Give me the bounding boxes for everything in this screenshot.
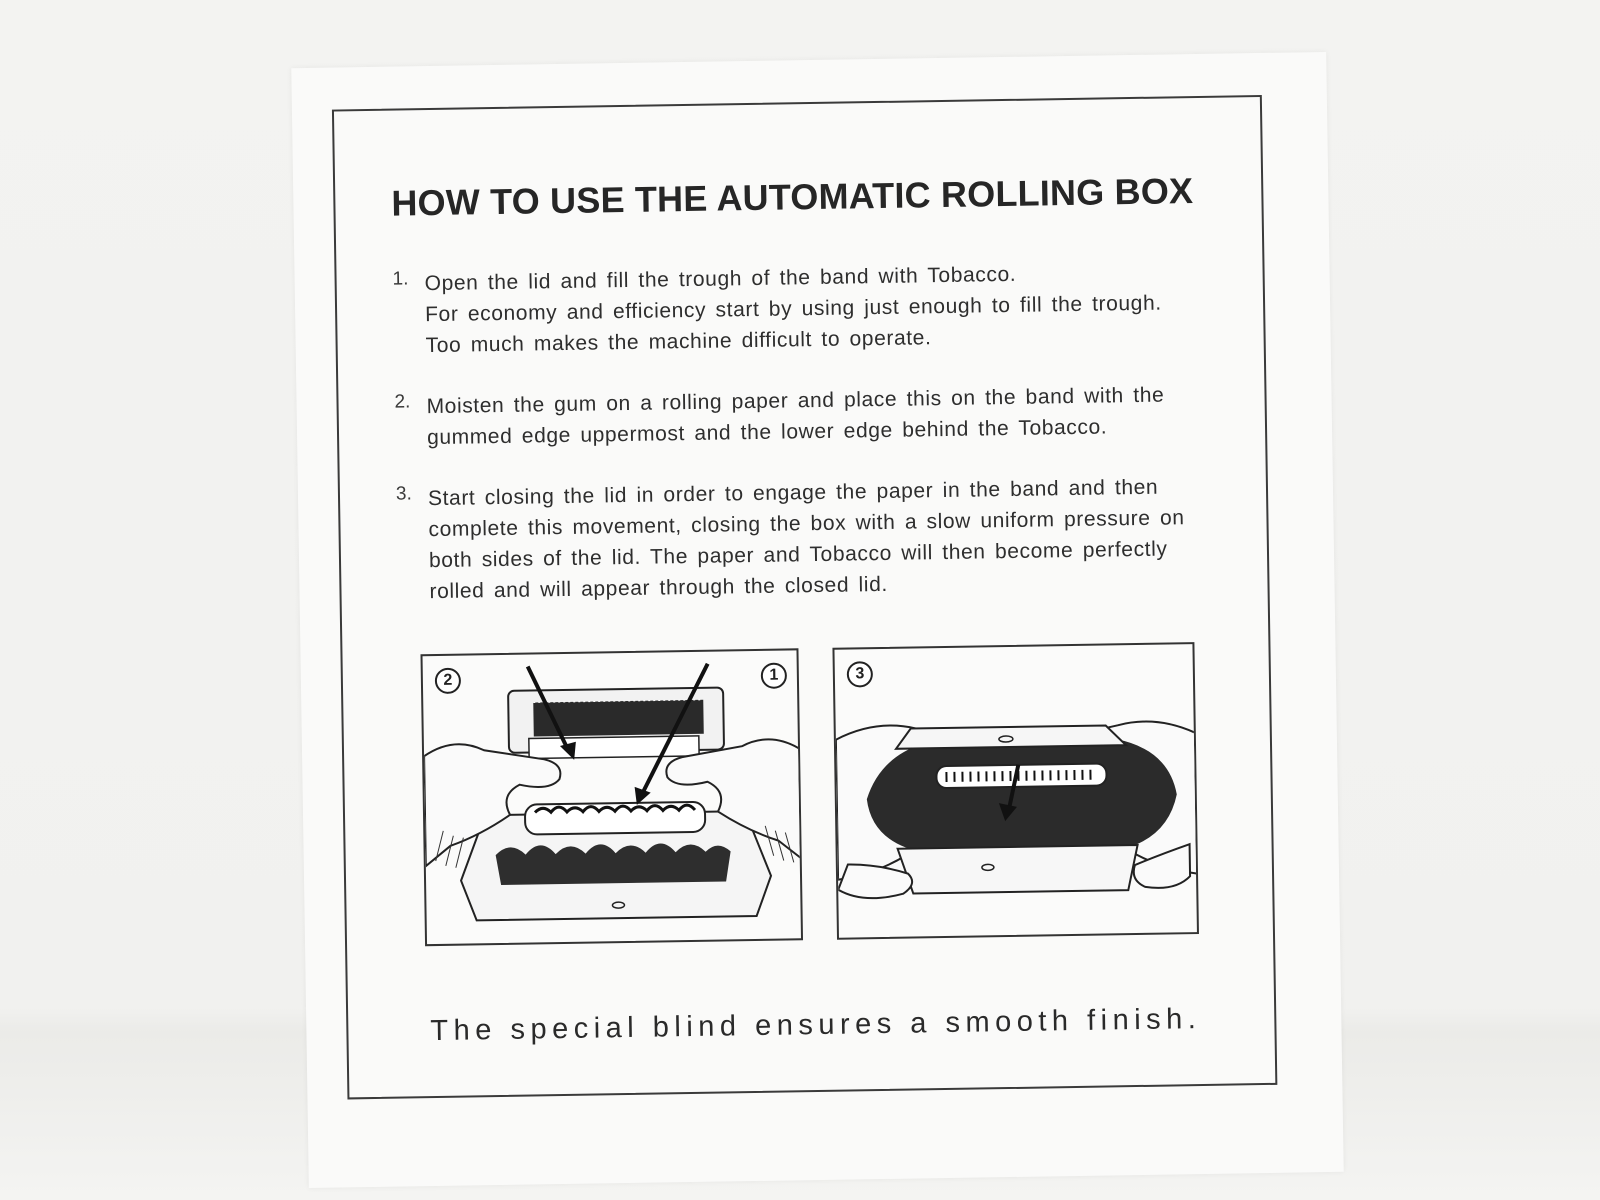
step-number: 2.	[394, 391, 411, 413]
page-title: HOW TO USE THE AUTOMATIC ROLLING BOX	[391, 170, 1194, 224]
step-number: 3.	[395, 483, 412, 505]
steps-list: 1. Open the lid and fill the trough of t…	[392, 256, 1228, 638]
step-number: 1.	[392, 268, 409, 290]
instruction-sheet: HOW TO USE THE AUTOMATIC ROLLING BOX 1. …	[291, 51, 1344, 1189]
step-item: 1. Open the lid and fill the trough of t…	[392, 256, 1223, 362]
step-item: 3. Start closing the lid in order to eng…	[396, 471, 1228, 608]
sheet-border: HOW TO USE THE AUTOMATIC ROLLING BOX 1. …	[331, 94, 1278, 1100]
rolling-box-open-illustration	[423, 662, 804, 922]
step-item: 2. Moisten the gum on a rolling paper an…	[394, 379, 1225, 454]
rolling-box-closing-illustration	[834, 720, 1199, 900]
footer-note: The special blind ensures a smooth finis…	[430, 1003, 1202, 1048]
illustration-panel-open: 2 1	[420, 648, 804, 947]
illustration-panel-closing: 3	[832, 642, 1199, 940]
